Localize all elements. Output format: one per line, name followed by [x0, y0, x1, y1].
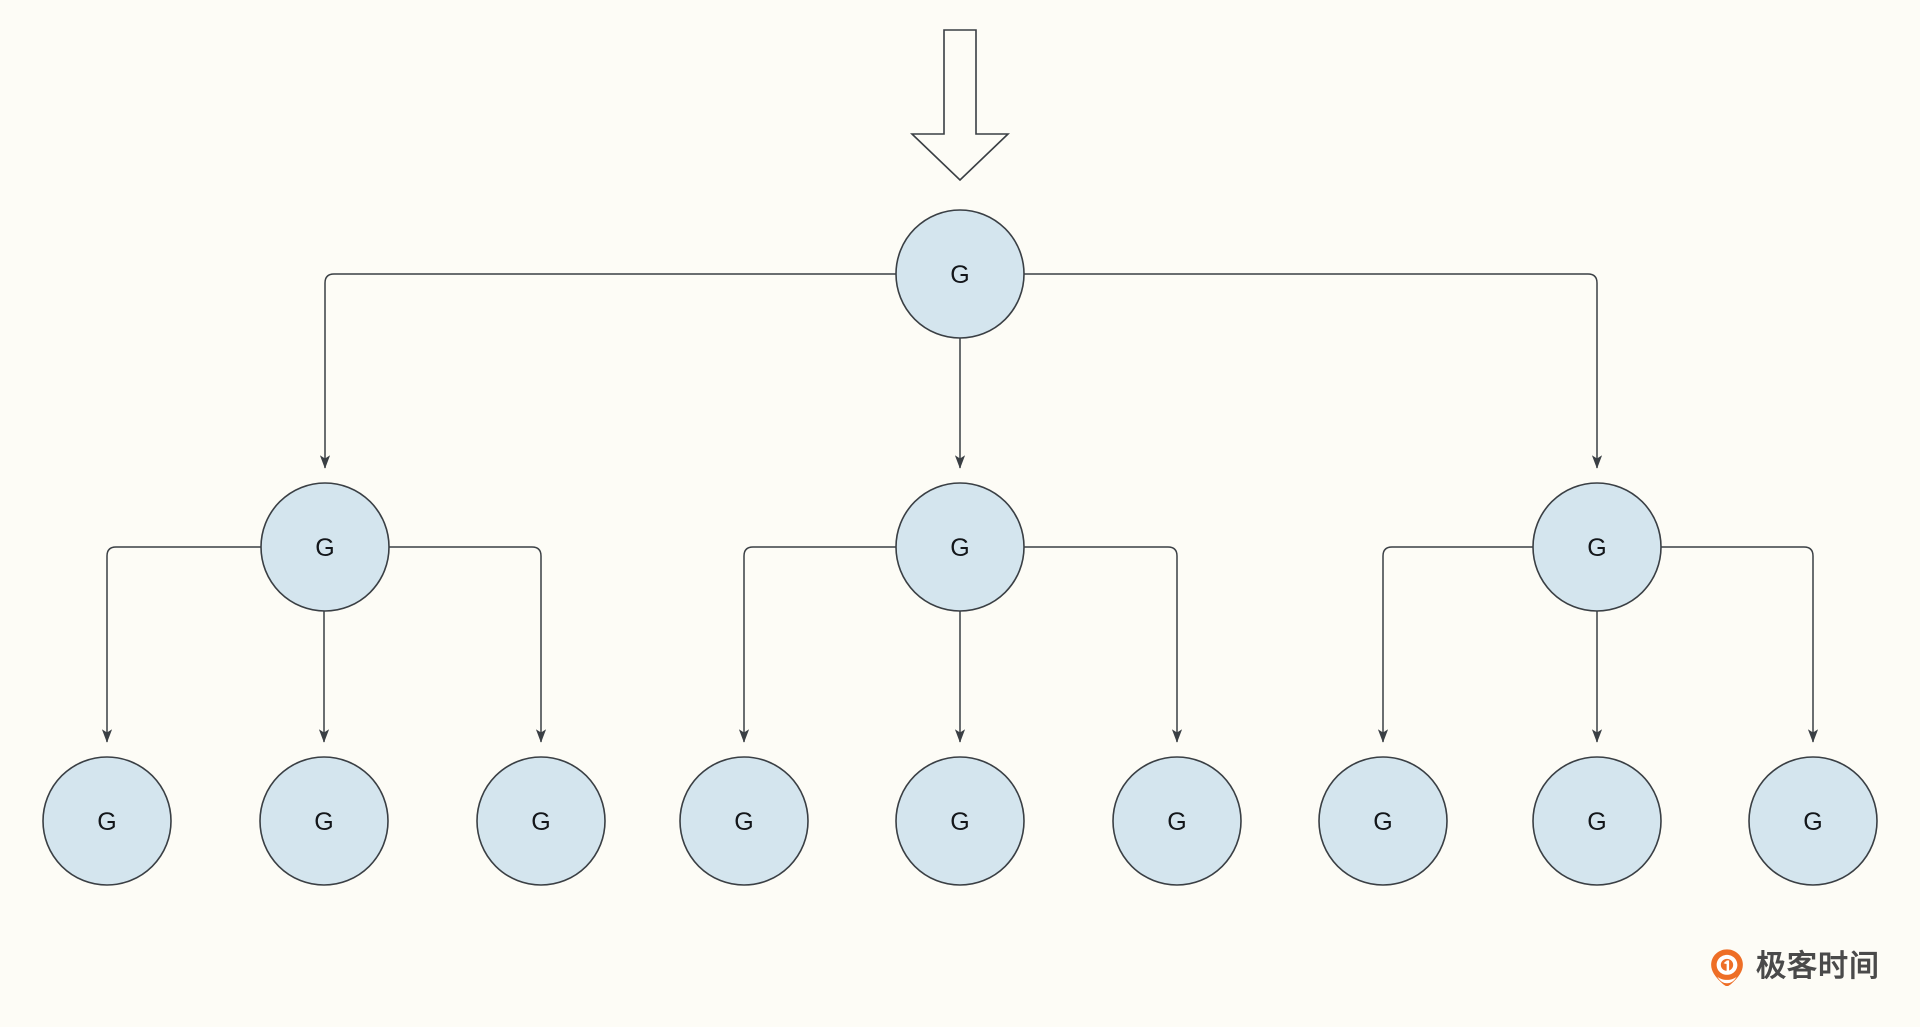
- watermark-logo: 极客时间: [1708, 948, 1880, 987]
- node-label: G: [97, 808, 116, 836]
- edges-n3-to-leaves: [1377, 546, 1819, 743]
- node-root[interactable]: G: [895, 209, 1025, 339]
- node-label: G: [1167, 808, 1186, 836]
- node-circle[interactable]: [1532, 482, 1662, 612]
- node-label: G: [1587, 534, 1606, 562]
- node-level2-3[interactable]: G: [1532, 482, 1662, 612]
- node-leaf-3[interactable]: G: [476, 756, 606, 886]
- node-leaf-2[interactable]: G: [259, 756, 389, 886]
- node-leaf-9[interactable]: G: [1748, 756, 1878, 886]
- edge-n0-n1: [319, 273, 896, 469]
- node-circle[interactable]: [895, 209, 1025, 339]
- node-leaf-4[interactable]: G: [679, 756, 809, 886]
- node-label: G: [950, 808, 969, 836]
- node-leaf-6[interactable]: G: [1112, 756, 1242, 886]
- node-label: G: [1803, 808, 1822, 836]
- node-label: G: [950, 534, 969, 562]
- node-leaf-7[interactable]: G: [1318, 756, 1448, 886]
- node-label: G: [1373, 808, 1392, 836]
- node-level2-1[interactable]: G: [260, 482, 390, 612]
- node-circle[interactable]: [1112, 756, 1242, 886]
- node-circle[interactable]: [1748, 756, 1878, 886]
- node-label: G: [1587, 808, 1606, 836]
- node-level2-2[interactable]: G: [895, 482, 1025, 612]
- input-block-arrow: [910, 29, 1010, 182]
- node-circle[interactable]: [679, 756, 809, 886]
- edge-n1-n4: [101, 546, 261, 743]
- node-circle[interactable]: [42, 756, 172, 886]
- node-circle[interactable]: [895, 756, 1025, 886]
- node-circle[interactable]: [895, 482, 1025, 612]
- node-leaf-8[interactable]: G: [1532, 756, 1662, 886]
- edge-n2-n9: [1024, 546, 1183, 743]
- brand-name: 极客时间: [1756, 949, 1880, 984]
- edge-n1-n6: [389, 546, 547, 743]
- node-circle[interactable]: [1318, 756, 1448, 886]
- node-leaf-1[interactable]: G: [42, 756, 172, 886]
- node-circle[interactable]: [259, 756, 389, 886]
- edge-n2-n7: [738, 546, 896, 743]
- edges-root-to-level2: [319, 273, 1603, 469]
- edge-n3-n10: [1377, 546, 1533, 743]
- node-circle[interactable]: [1532, 756, 1662, 886]
- node-circle[interactable]: [476, 756, 606, 886]
- edge-n0-n3: [1024, 273, 1603, 469]
- node-label: G: [314, 808, 333, 836]
- node-leaf-5[interactable]: G: [895, 756, 1025, 886]
- node-label: G: [950, 261, 969, 289]
- node-circle[interactable]: [260, 482, 390, 612]
- geektime-pin-icon: [1708, 948, 1746, 987]
- node-label: G: [734, 808, 753, 836]
- edge-n3-n12: [1661, 546, 1819, 743]
- edges-n2-to-leaves: [738, 546, 1183, 743]
- node-label: G: [531, 808, 550, 836]
- edges-n1-to-leaves: [101, 546, 547, 743]
- node-label: G: [315, 534, 334, 562]
